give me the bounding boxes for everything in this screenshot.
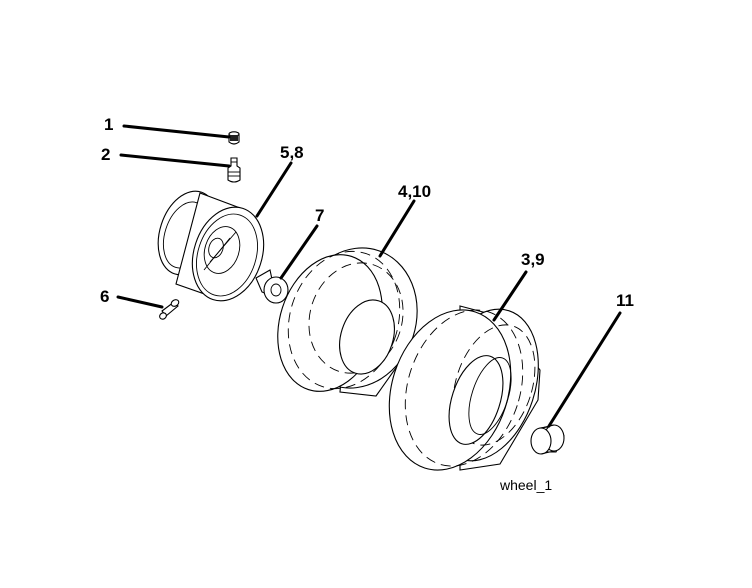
callout-1: 1 bbox=[104, 115, 113, 134]
rear-tire-part bbox=[388, 305, 541, 471]
leader-1 bbox=[122, 124, 231, 139]
callout-6: 6 bbox=[100, 287, 109, 306]
leader-410 bbox=[378, 199, 416, 258]
leader-39 bbox=[492, 270, 528, 322]
callout-11: 11 bbox=[616, 291, 634, 310]
hub-cap-part bbox=[530, 424, 565, 455]
callout-2: 2 bbox=[101, 145, 110, 164]
callout-5-8: 5,8 bbox=[280, 143, 304, 162]
figure-caption: wheel_1 bbox=[499, 477, 552, 493]
bolt-part bbox=[159, 299, 180, 320]
leader-58 bbox=[255, 161, 293, 218]
valve-cap-part bbox=[228, 131, 240, 145]
wheel-rim-part bbox=[157, 190, 265, 302]
callout-7: 7 bbox=[315, 206, 324, 225]
leader-11 bbox=[547, 311, 622, 428]
leader-2 bbox=[119, 153, 231, 168]
callout-3-9: 3,9 bbox=[521, 250, 545, 269]
valve-stem-part bbox=[227, 157, 241, 183]
leader-7 bbox=[279, 224, 319, 280]
callout-4-10: 4,10 bbox=[398, 182, 431, 201]
front-tire-part bbox=[277, 247, 418, 397]
bushing-part bbox=[255, 269, 289, 304]
leader-6 bbox=[116, 295, 164, 309]
leader-lines bbox=[116, 124, 622, 428]
